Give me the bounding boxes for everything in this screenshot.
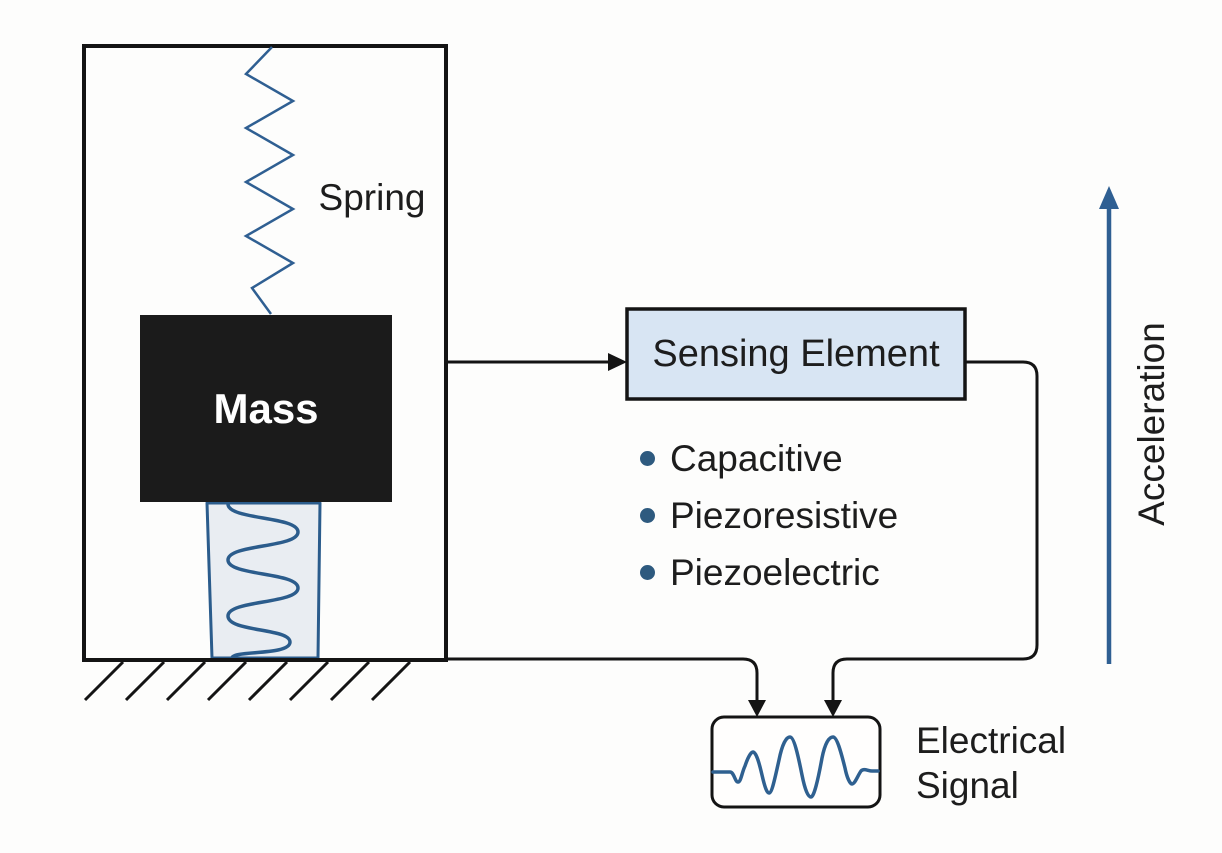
bullet-icon xyxy=(640,565,655,580)
list-item: Piezoresistive xyxy=(640,487,898,544)
spring-zigzag xyxy=(243,46,296,315)
sensing-type-label: Capacitive xyxy=(670,437,843,479)
bullet-icon xyxy=(640,508,655,523)
mass-label: Mass xyxy=(213,384,319,432)
ground-to-signal-connector xyxy=(446,657,759,702)
mass-block xyxy=(140,315,392,502)
sensing-to-signal-connector xyxy=(831,360,1039,702)
damper-coil xyxy=(226,502,300,660)
bullet-icon xyxy=(640,451,655,466)
sensing-types-list: Capacitive Piezoresistive Piezoelectric xyxy=(640,430,898,601)
ground-hatching xyxy=(83,660,412,702)
list-item: Capacitive xyxy=(640,430,898,487)
sensing-element-box xyxy=(625,307,967,401)
sensing-type-label: Piezoresistive xyxy=(670,494,899,536)
frame-box xyxy=(82,44,448,662)
down-arrowhead-icon xyxy=(748,700,766,717)
electrical-signal-label: Electrical Signal xyxy=(916,720,1067,806)
up-arrowhead-icon xyxy=(1099,186,1119,209)
right-arrowhead-icon xyxy=(608,353,627,371)
electrical-signal-box xyxy=(710,715,882,809)
list-item: Piezoelectric xyxy=(640,544,898,601)
sensing-type-label: Piezoelectric xyxy=(670,551,880,593)
sensing-element-label: Sensing Element xyxy=(652,332,940,375)
signal-waveform xyxy=(711,735,880,799)
down-arrowhead-icon xyxy=(824,700,842,717)
spring-label: Spring xyxy=(318,177,426,218)
acceleration-label: Acceleration xyxy=(1131,322,1172,526)
damper-body xyxy=(205,501,322,660)
